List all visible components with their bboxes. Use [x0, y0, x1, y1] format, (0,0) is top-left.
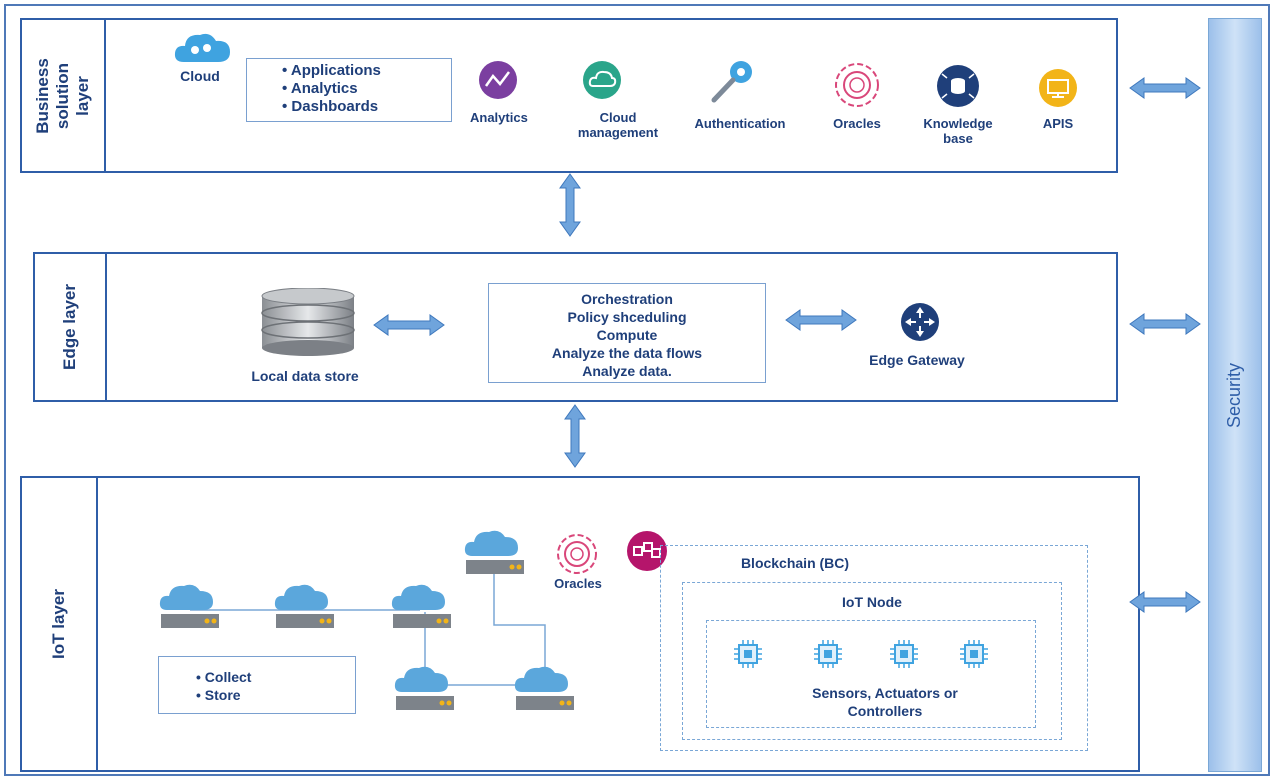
business-layer-label: Business solution layer: [20, 18, 106, 173]
iot-bullet-list: • Collect • Store: [196, 668, 251, 704]
service-label-knowledge-base: Knowledge base: [923, 116, 993, 146]
cloud-server-icon: [274, 584, 334, 628]
blockchain-label: Blockchain (BC): [740, 555, 850, 571]
knowledge-base-icon: [937, 65, 979, 107]
router-icon: [901, 303, 939, 341]
iot-node-boundary: [682, 582, 1062, 740]
edge-function-box: [488, 283, 766, 383]
edge-security-arrow: [1129, 313, 1201, 335]
iot-layer-label: IoT layer: [20, 476, 98, 772]
chip-icon: [734, 640, 762, 668]
business-edge-arrow: [559, 173, 581, 237]
edge-function-item: Analyze the data flows: [551, 345, 703, 361]
service-label-oracles: Oracles: [833, 116, 881, 131]
oracle-icon: [835, 63, 879, 107]
business-security-arrow: [1129, 77, 1201, 99]
cloud-server-icon: [514, 666, 574, 710]
database-icon: [261, 288, 355, 356]
business-bullet: • Dashboards: [282, 98, 379, 115]
service-label-cloud-management: Cloud management: [577, 110, 659, 140]
business-bullet: • Analytics: [282, 80, 358, 97]
cloud-server-icon: [159, 584, 219, 628]
iot-oracles-label: Oracles: [554, 576, 602, 591]
service-label-authentication: Authentication: [694, 116, 786, 131]
iot-bullet-box: [158, 656, 356, 714]
edge-gateway-label: Edge Gateway: [869, 352, 965, 368]
edge-function-item: Compute: [596, 327, 658, 343]
oracle-icon: [557, 534, 597, 574]
cloud-server-icon: [394, 666, 454, 710]
devices-label: Sensors, Actuators or Controllers: [812, 685, 958, 719]
analytics-icon: [479, 61, 517, 99]
iot-security-arrow: [1129, 591, 1201, 613]
edge-function-item: Policy shceduling: [567, 309, 687, 325]
chip-icon: [814, 640, 842, 668]
iot-node-label: IoT Node: [842, 594, 902, 610]
business-bullet: • Applications: [282, 62, 381, 79]
devices-boundary: [706, 620, 1036, 728]
store-orchestration-arrow: [373, 314, 445, 336]
service-label-analytics: Analytics: [470, 110, 528, 125]
api-icon: [1039, 69, 1077, 107]
blockchain-boundary: [660, 545, 1088, 751]
chip-icon: [890, 640, 918, 668]
business-bullet-list: • Applications • Analytics • Dashboards: [282, 62, 381, 116]
business-bullet-box: [246, 58, 452, 122]
chip-icon: [960, 640, 988, 668]
edge-function-item: Analyze data.: [582, 363, 672, 379]
iot-bullet: • Collect: [196, 669, 252, 685]
security-bar: Security: [1208, 18, 1262, 772]
iot-layer: [96, 476, 1140, 772]
cloud-management-icon: [583, 61, 621, 99]
edge-iot-arrow: [564, 404, 586, 468]
diagram-frame: [4, 4, 1270, 776]
orchestration-gateway-arrow: [785, 309, 857, 331]
cloud-label: Cloud: [180, 68, 220, 84]
local-data-store-label: Local data store: [251, 368, 359, 384]
key-icon: [711, 61, 752, 103]
iot-bullet: • Store: [196, 687, 241, 703]
service-label-apis: APIS: [1042, 116, 1074, 131]
cloud-server-icon: [464, 530, 524, 574]
cloud-icon: [174, 33, 230, 62]
cloud-server-icon: [391, 584, 451, 628]
edge-function-list: Orchestration Policy shceduling Compute …: [488, 290, 766, 380]
edge-function-item: Orchestration: [581, 291, 673, 307]
